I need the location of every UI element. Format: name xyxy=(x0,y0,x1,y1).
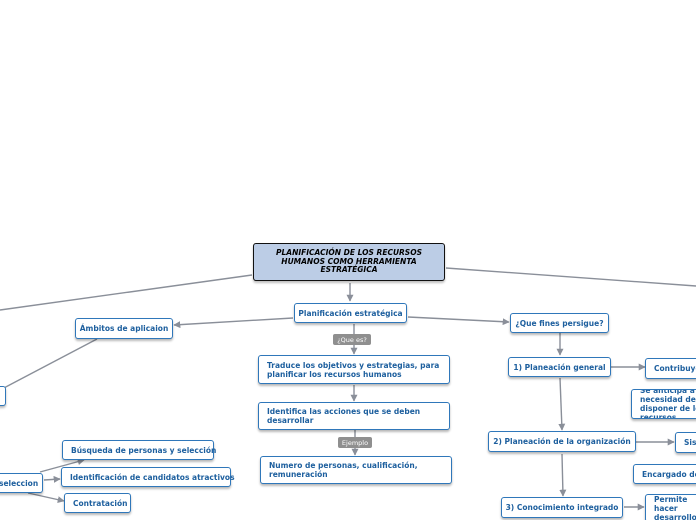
node-identificacion-candidatos[interactable]: Identificación de candidatos atractivos xyxy=(61,467,235,487)
connector-seleccion-busqueda xyxy=(39,458,85,473)
node-identifica-acciones[interactable]: Identifica las acciones que se deben des… xyxy=(258,402,450,430)
node-label: seleccion xyxy=(0,478,39,488)
tag-ejemplo: Ejemplo xyxy=(338,437,372,448)
node-busqueda-personas[interactable]: Búsqueda de personas y selección xyxy=(62,440,217,460)
node-conocimiento-integrado[interactable]: 3) Conocimiento integrado xyxy=(501,497,623,518)
node-se-anticipa[interactable]: Se anticipa a la necesidad de disponer d… xyxy=(631,389,696,419)
connector-general-organizacion xyxy=(558,377,566,431)
node-seleccion[interactable]: seleccion xyxy=(0,473,43,493)
node-que-fines-persigue[interactable]: ¿Que fines persigue? xyxy=(510,313,609,333)
node-ambitos-aplicacion[interactable]: Ámbitos de aplicaion xyxy=(75,318,173,339)
node-label: Planificación estratégica xyxy=(298,308,403,318)
node-label: Contribuye xyxy=(654,364,696,373)
node-sistema[interactable]: Sistema xyxy=(675,432,696,453)
node-label: Búsqueda de personas y selección xyxy=(71,445,217,455)
node-label: Encargado del xyxy=(642,469,696,479)
node-label: Se anticipa a la necesidad de disponer d… xyxy=(640,389,696,419)
connector-root-left xyxy=(0,274,253,311)
node-label: Permite hacer desarrollo xyxy=(654,494,696,520)
node-label: Ámbitos de aplicaion xyxy=(79,324,169,333)
connector-seleccion-contratacion xyxy=(27,492,65,504)
connector-planificacion-ambitos xyxy=(173,317,294,329)
node-label: Sistema xyxy=(684,438,696,447)
node-traduce-objetivos[interactable]: Traduce los objetivos y estrategias, par… xyxy=(258,355,450,384)
node-contratacion[interactable]: Contratación xyxy=(64,493,131,513)
node-planeacion-general[interactable]: 1) Planeación general xyxy=(508,357,611,377)
tag-label: ¿Que es? xyxy=(337,335,367,344)
node-planificacion-estrategica[interactable]: Planificación estratégica xyxy=(294,303,407,323)
node-label: Contratación xyxy=(73,498,128,508)
node-planeacion-organizacion[interactable]: 2) Planeación de la organización xyxy=(488,431,636,452)
node-partial-left[interactable] xyxy=(0,386,6,406)
connector-planificacion-fines xyxy=(407,316,510,326)
node-label: Traduce los objetivos y estrategias, par… xyxy=(267,360,440,379)
node-encargado[interactable]: Encargado del xyxy=(633,464,696,484)
connector-root-right xyxy=(445,267,696,287)
root-topic-title: PLANIFICACIÓN DE LOS RECURSOS HUMANOS CO… xyxy=(275,248,422,275)
tag-que-es: ¿Que es? xyxy=(333,334,371,345)
tag-label: Ejemplo xyxy=(341,438,369,447)
connector-seleccion-candidatos xyxy=(43,475,61,483)
root-topic[interactable]: PLANIFICACIÓN DE LOS RECURSOS HUMANOS CO… xyxy=(253,243,445,281)
node-label: ¿Que fines persigue? xyxy=(515,318,604,328)
node-permite-hacer[interactable]: Permite hacer desarrollo xyxy=(645,494,696,520)
connector-ambitos-left xyxy=(0,338,98,391)
node-label: 3) Conocimiento integrado xyxy=(505,503,619,512)
node-label: Numero de personas, cualificación, remun… xyxy=(269,461,418,479)
node-numero-personas[interactable]: Numero de personas, cualificación, remun… xyxy=(260,456,452,484)
connector-organizacion-conocimiento xyxy=(559,453,567,497)
node-label: Identificación de candidatos atractivos xyxy=(70,472,235,482)
node-label: Identifica las acciones que se deben des… xyxy=(267,407,421,425)
node-contribuye[interactable]: Contribuye xyxy=(645,358,696,379)
node-label: 1) Planeación general xyxy=(513,362,606,372)
node-label: 2) Planeación de la organización xyxy=(493,437,631,446)
